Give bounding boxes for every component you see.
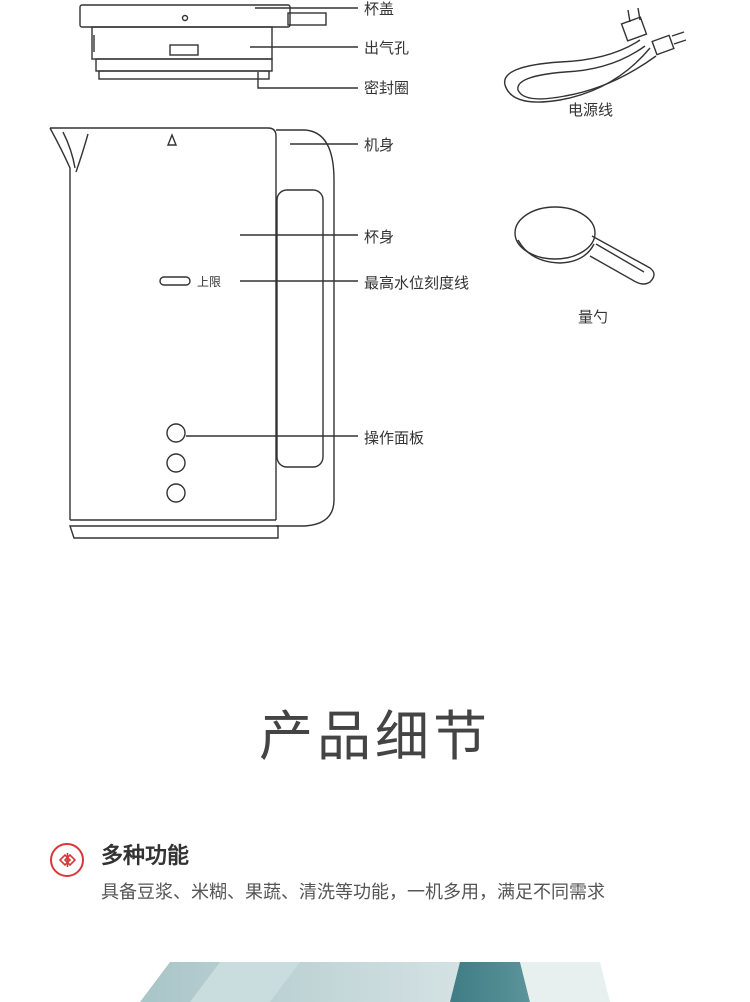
kettle-drawing (49, 127, 335, 539)
feature-title: 多种功能 (101, 844, 190, 869)
label-panel: 操作面板 (364, 429, 425, 447)
lid-drawing (79, 4, 327, 80)
label-spoon: 量勺 (578, 308, 609, 326)
measuring-spoon-drawing (514, 206, 655, 285)
label-body: 机身 (364, 136, 395, 154)
label-vent: 出气孔 (364, 39, 410, 57)
label-cord: 电源线 (568, 101, 614, 119)
power-cord-drawing (503, 7, 687, 103)
section-title: 产品细节 (259, 705, 491, 768)
label-cup-body: 杯身 (364, 228, 395, 246)
label-seal: 密封圈 (364, 79, 410, 97)
feature-icon (50, 843, 84, 877)
product-photo (140, 962, 610, 1002)
label-max-line: 最高水位刻度线 (364, 274, 470, 292)
feature-description: 具备豆浆、米糊、果蔬、清洗等功能，一机多用，满足不同需求 (101, 882, 605, 903)
max-marker-label: 上限 (197, 275, 222, 289)
parts-diagram (49, 4, 687, 539)
label-lid: 杯盖 (364, 0, 395, 18)
